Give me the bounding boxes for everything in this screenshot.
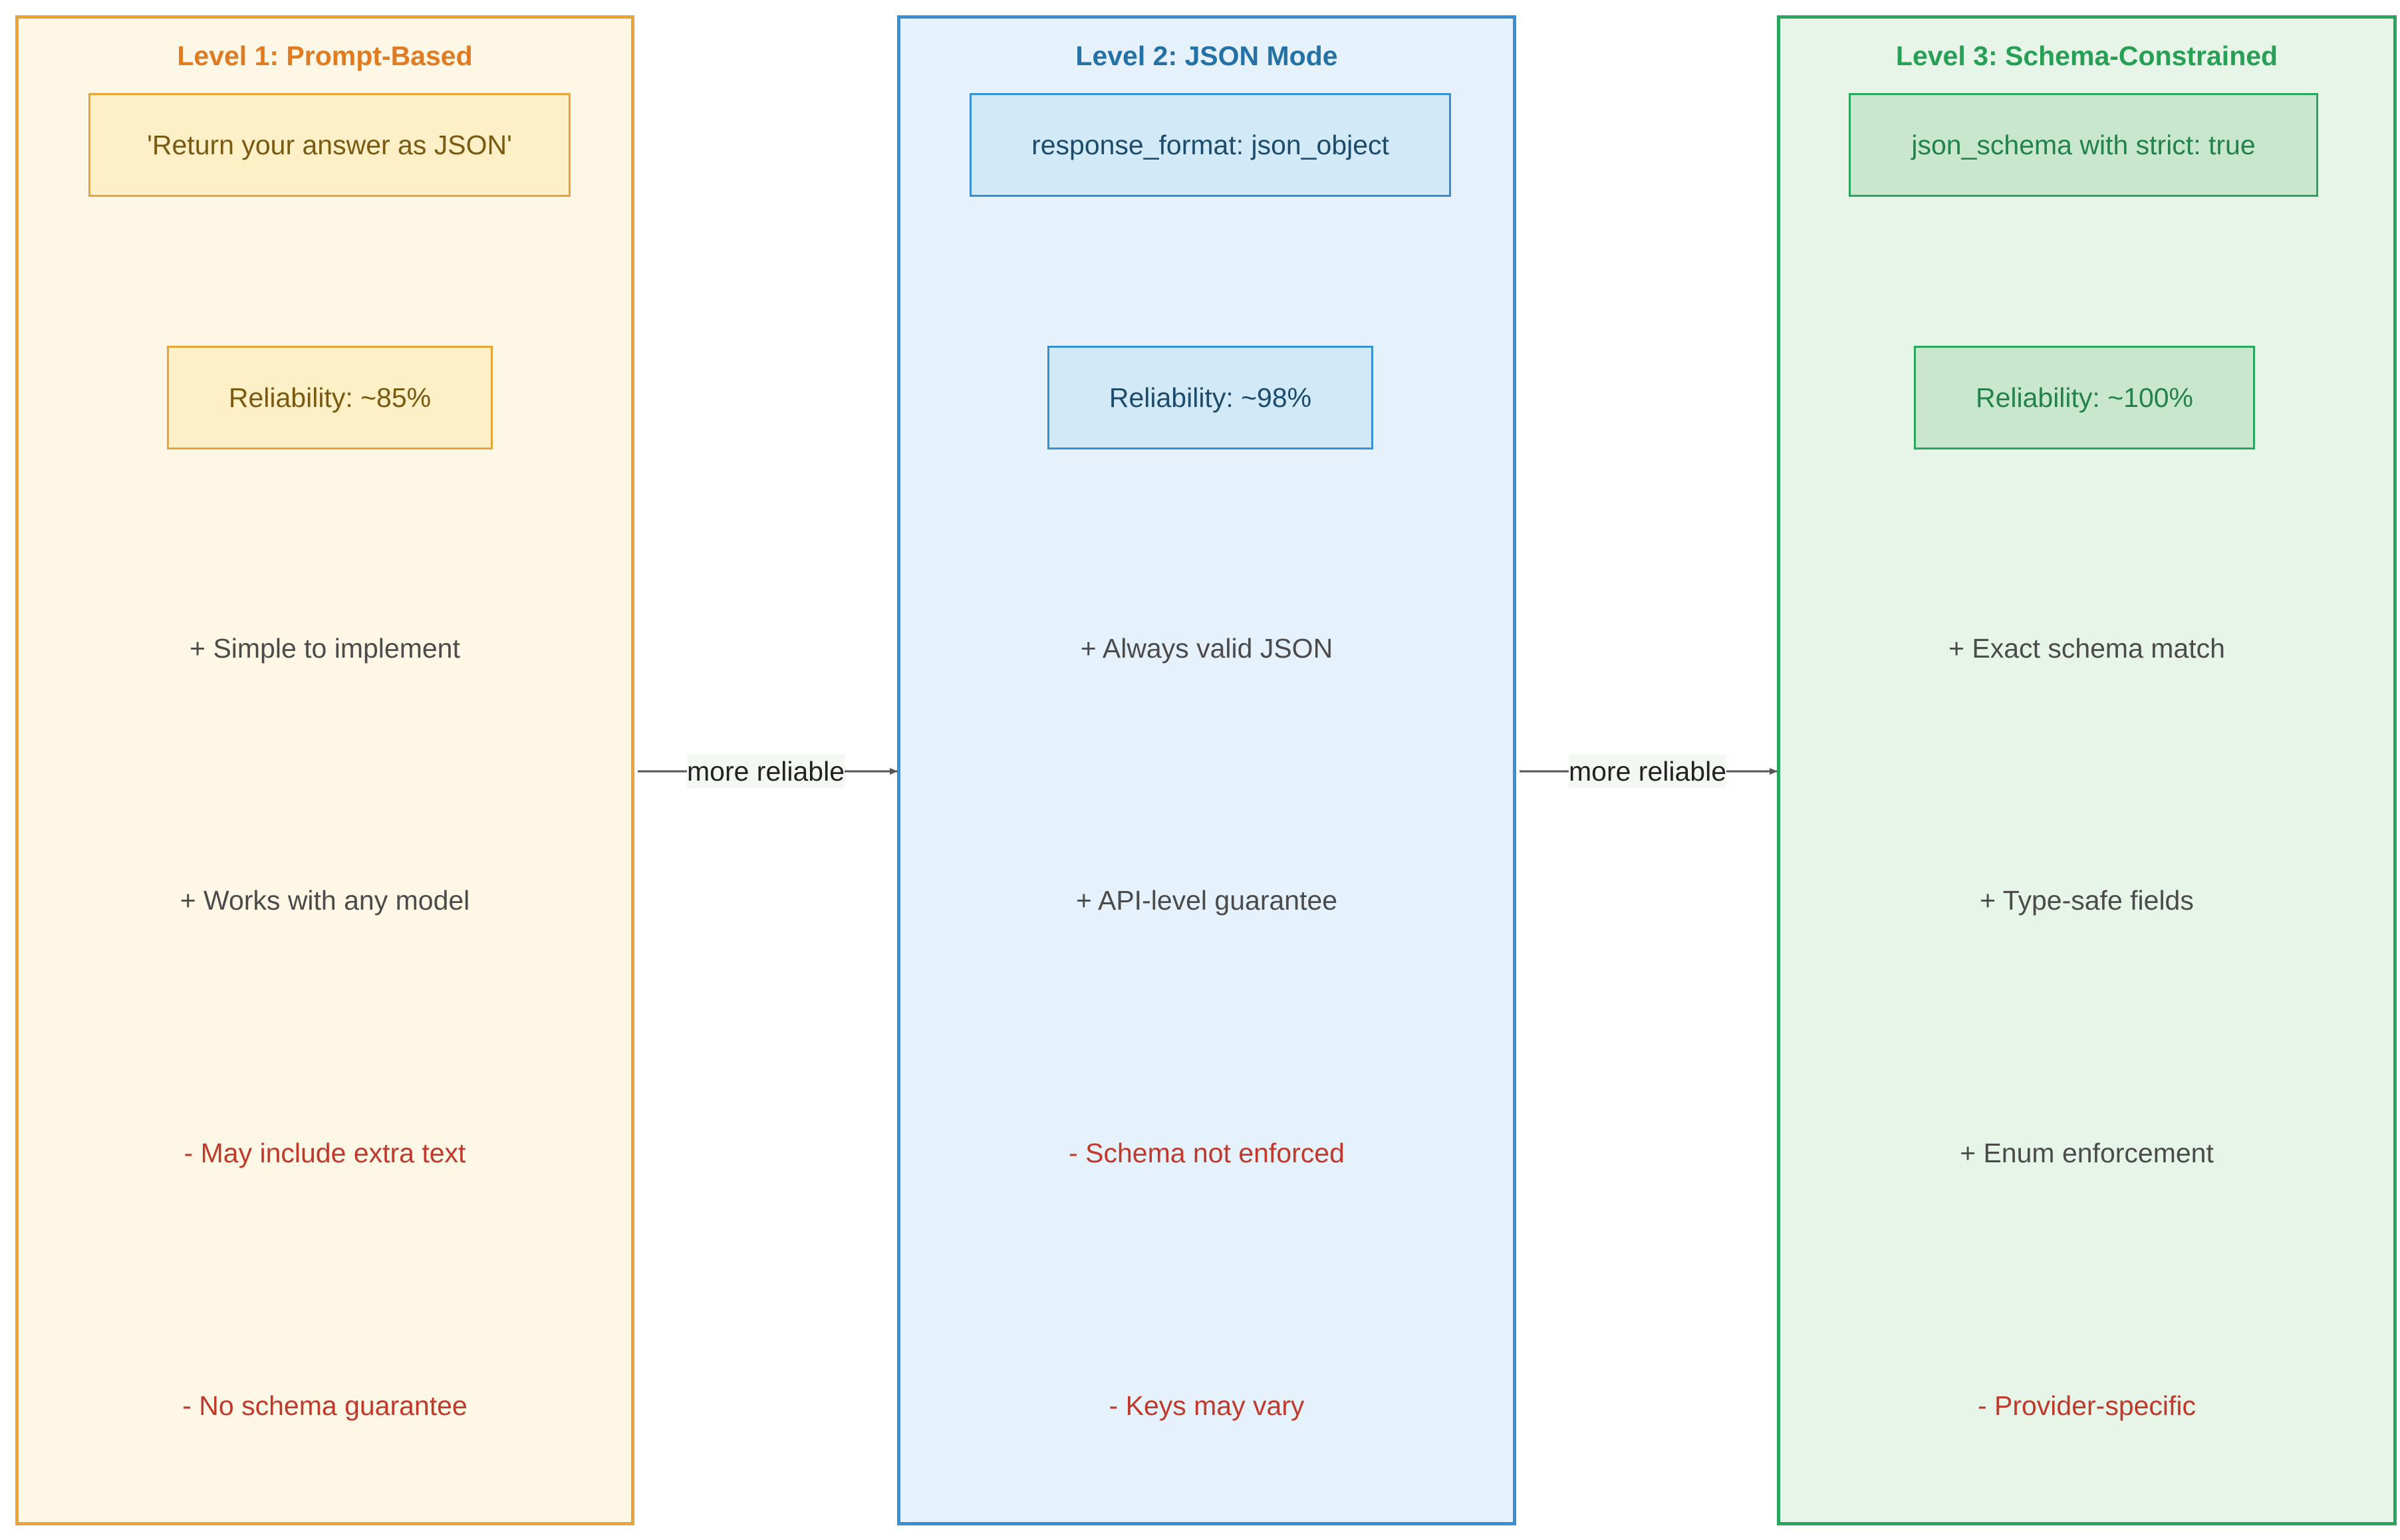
level-2-title: Level 2: JSON Mode: [1075, 41, 1338, 71]
level-1-reliability-box: Reliability: ~85%: [167, 346, 493, 449]
level-3-title: Level 3: Schema-Constrained: [1895, 41, 2278, 71]
level-1-point: + Works with any model: [180, 885, 470, 916]
level-3-point: + Exact schema match: [1948, 633, 2225, 664]
level-1-point: + Simple to implement: [190, 633, 460, 664]
level-2-point: + Always valid JSON: [1080, 633, 1333, 664]
level-1-method-box: 'Return your answer as JSON': [88, 93, 571, 197]
level-2-method-box: response_format: json_object: [970, 93, 1451, 197]
level-1-panel: Level 1: Prompt-Based 'Return your answe…: [15, 15, 634, 1525]
level-2-reliability-box: Reliability: ~98%: [1047, 346, 1373, 449]
level-2-point: - Keys may vary: [1109, 1390, 1305, 1421]
level-3-method-box: json_schema with strict: true: [1849, 93, 2318, 197]
level-2-point: - Schema not enforced: [1069, 1138, 1345, 1168]
level-3-reliability-box: Reliability: ~100%: [1914, 346, 2255, 449]
level-2-panel: Level 2: JSON Mode response_format: json…: [897, 15, 1516, 1525]
level-2-point: + API-level guarantee: [1075, 885, 1338, 916]
edge-label-2-to-3: more reliable: [1569, 754, 1726, 789]
level-1-point: - May include extra text: [184, 1138, 466, 1168]
level-1-point: - No schema guarantee: [182, 1390, 467, 1421]
level-3-point: + Enum enforcement: [1960, 1138, 2214, 1168]
level-1-title: Level 1: Prompt-Based: [177, 41, 473, 71]
level-3-panel: Level 3: Schema-Constrained json_schema …: [1777, 15, 2397, 1525]
edge-label-1-to-2: more reliable: [687, 754, 845, 789]
level-3-point: + Type-safe fields: [1980, 885, 2194, 916]
level-3-point: - Provider-specific: [1977, 1390, 2197, 1421]
